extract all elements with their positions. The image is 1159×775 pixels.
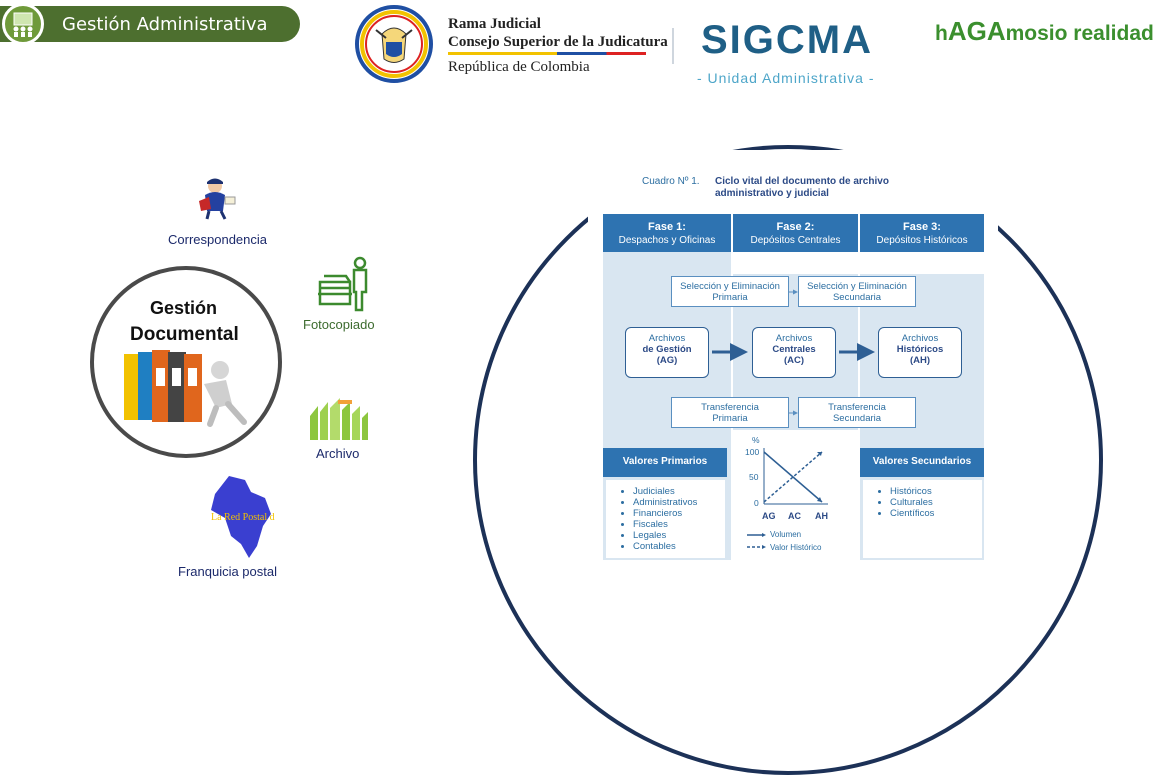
gestion-documental-title-1: Gestión <box>150 298 218 318</box>
seleccion-secundaria-l2: Secundaria <box>832 292 882 303</box>
transferencia-secundaria-l2: Secundaria <box>832 413 882 424</box>
app-title-pill <box>0 6 300 42</box>
chart-x-tick-ag: AG <box>762 511 776 521</box>
valor-primario-item: Judiciales <box>633 486 725 497</box>
ag-l2: de Gestión <box>642 344 692 355</box>
haga-prefix: h <box>935 22 948 45</box>
chart-y-unit: % <box>752 435 760 445</box>
phase2-white-strip <box>733 252 858 274</box>
valor-historico-line <box>763 451 823 503</box>
legend-valor-label: Valor Histórico <box>770 543 822 552</box>
chart-y-tick-50: 50 <box>749 472 759 482</box>
rama-judicial-seal-icon <box>354 4 434 84</box>
phase-header-2: Fase 2: Depósitos Centrales <box>733 214 858 252</box>
phase-header-1: Fase 1: Despachos y Oficinas <box>603 214 731 252</box>
binders-icon <box>120 348 260 433</box>
phase2-title: Fase 2: <box>776 221 815 233</box>
folders-icon <box>308 396 370 447</box>
valor-secundario-item: Históricos <box>890 486 982 497</box>
ac-l3: (AC) <box>783 355 805 366</box>
haga-big: AGA <box>947 16 1006 46</box>
chart-y-tick-0: 0 <box>754 498 759 508</box>
volumen-arrowhead <box>817 497 822 502</box>
sigcma-logo: SIGCMA <box>701 18 873 62</box>
ag-l1: Archivos <box>648 333 686 344</box>
ah-l2: Históricos <box>896 344 944 355</box>
gestion-documental-title-2: Documental <box>130 324 239 345</box>
valor-primario-item: Administrativos <box>633 497 725 508</box>
seleccion-primaria-l2: Primaria <box>712 292 748 303</box>
caption-number: Cuadro Nº 1. <box>642 176 700 187</box>
unidad-subtitle: - Unidad Administrativa - <box>697 70 875 86</box>
chart-legend-swatches <box>747 533 766 549</box>
label-franquicia-postal: Franquicia postal <box>178 564 277 579</box>
phase3-title: Fase 3: <box>903 221 941 233</box>
transferencia-primaria-l1: Transferencia <box>701 402 759 413</box>
value-chart-panel <box>733 430 858 560</box>
transferencia-secundaria-l1: Transferencia <box>828 402 886 413</box>
ah-l1: Archivos <box>901 333 939 344</box>
label-fotocopiado: Fotocopiado <box>303 317 375 332</box>
phase2-subtitle: Depósitos Centrales <box>750 235 841 246</box>
valores-primarios-header: Valores Primarios <box>603 448 727 477</box>
transferencia-primaria-l2: Primaria <box>712 413 748 424</box>
rama-judicial-line2: Consejo Superior de la Judicatura <box>448 34 668 50</box>
phase-header-3: Fase 3: Depósitos Históricos <box>860 214 984 252</box>
chart-y-tick-100: 100 <box>745 447 760 457</box>
ac-l1: Archivos <box>775 333 813 344</box>
phase1-subtitle: Despachos y Oficinas <box>618 235 716 246</box>
valor-secundario-item: Científicos <box>890 508 982 519</box>
valor-secundario-item: Culturales <box>890 497 982 508</box>
valor-primario-item: Legales <box>633 530 725 541</box>
phase3-white-strip <box>860 252 984 274</box>
flag-divider <box>448 52 646 55</box>
valor-primario-item: Fiscales <box>633 519 725 530</box>
colombia-map-icon: La Red Postal de Colombia <box>205 474 322 565</box>
team-icon <box>2 3 44 45</box>
valor-primario-item: Financieros <box>633 508 725 519</box>
caption-title-1: Ciclo vital del documento de archivo <box>715 176 889 187</box>
label-correspondencia: Correspondencia <box>168 232 268 247</box>
haga-suffix: mosio realidad <box>1005 22 1154 45</box>
label-archivo: Archivo <box>316 446 360 461</box>
photocopier-icon <box>316 256 374 317</box>
seleccion-secundaria-l1: Selección y Eliminación <box>807 281 907 292</box>
flow-arrows <box>712 289 875 416</box>
ag-l3: (AG) <box>656 355 678 366</box>
caption-title-2: administrativo y judicial <box>715 188 829 199</box>
ah-l3: (AH) <box>909 355 931 366</box>
phase3-subtitle: Depósitos Históricos <box>876 235 968 246</box>
volumen-line <box>763 451 823 503</box>
chart-x-tick-ac: AC <box>788 511 801 521</box>
valor-primario-item: Contables <box>633 541 725 552</box>
chart-x-tick-ah: AH <box>815 511 828 521</box>
ac-l2: Centrales <box>772 344 816 355</box>
valores-primarios-list: Judiciales Administrativos Financieros F… <box>606 480 725 558</box>
header-divider <box>672 28 674 64</box>
postal-map-text: La Red Postal de Colombia <box>211 512 275 523</box>
chart-plot <box>763 448 828 505</box>
hagamoslo-realidad-logo: hAGAmosio realidad <box>935 16 1154 47</box>
rama-judicial-line3: República de Colombia <box>448 59 590 75</box>
rama-judicial-line1: Rama Judicial <box>448 16 541 32</box>
valor-arrowhead <box>817 452 822 456</box>
legend-volumen-label: Volumen <box>770 530 802 539</box>
app-title: Gestión Administrativa <box>62 14 268 35</box>
seleccion-primaria-l1: Selección y Eliminación <box>680 281 780 292</box>
phase1-title: Fase 1: <box>648 221 686 233</box>
valores-secundarios-list: Históricos Culturales Científicos <box>863 480 982 558</box>
mail-carrier-icon <box>193 175 239 226</box>
valores-secundarios-header: Valores Secundarios <box>860 448 984 477</box>
